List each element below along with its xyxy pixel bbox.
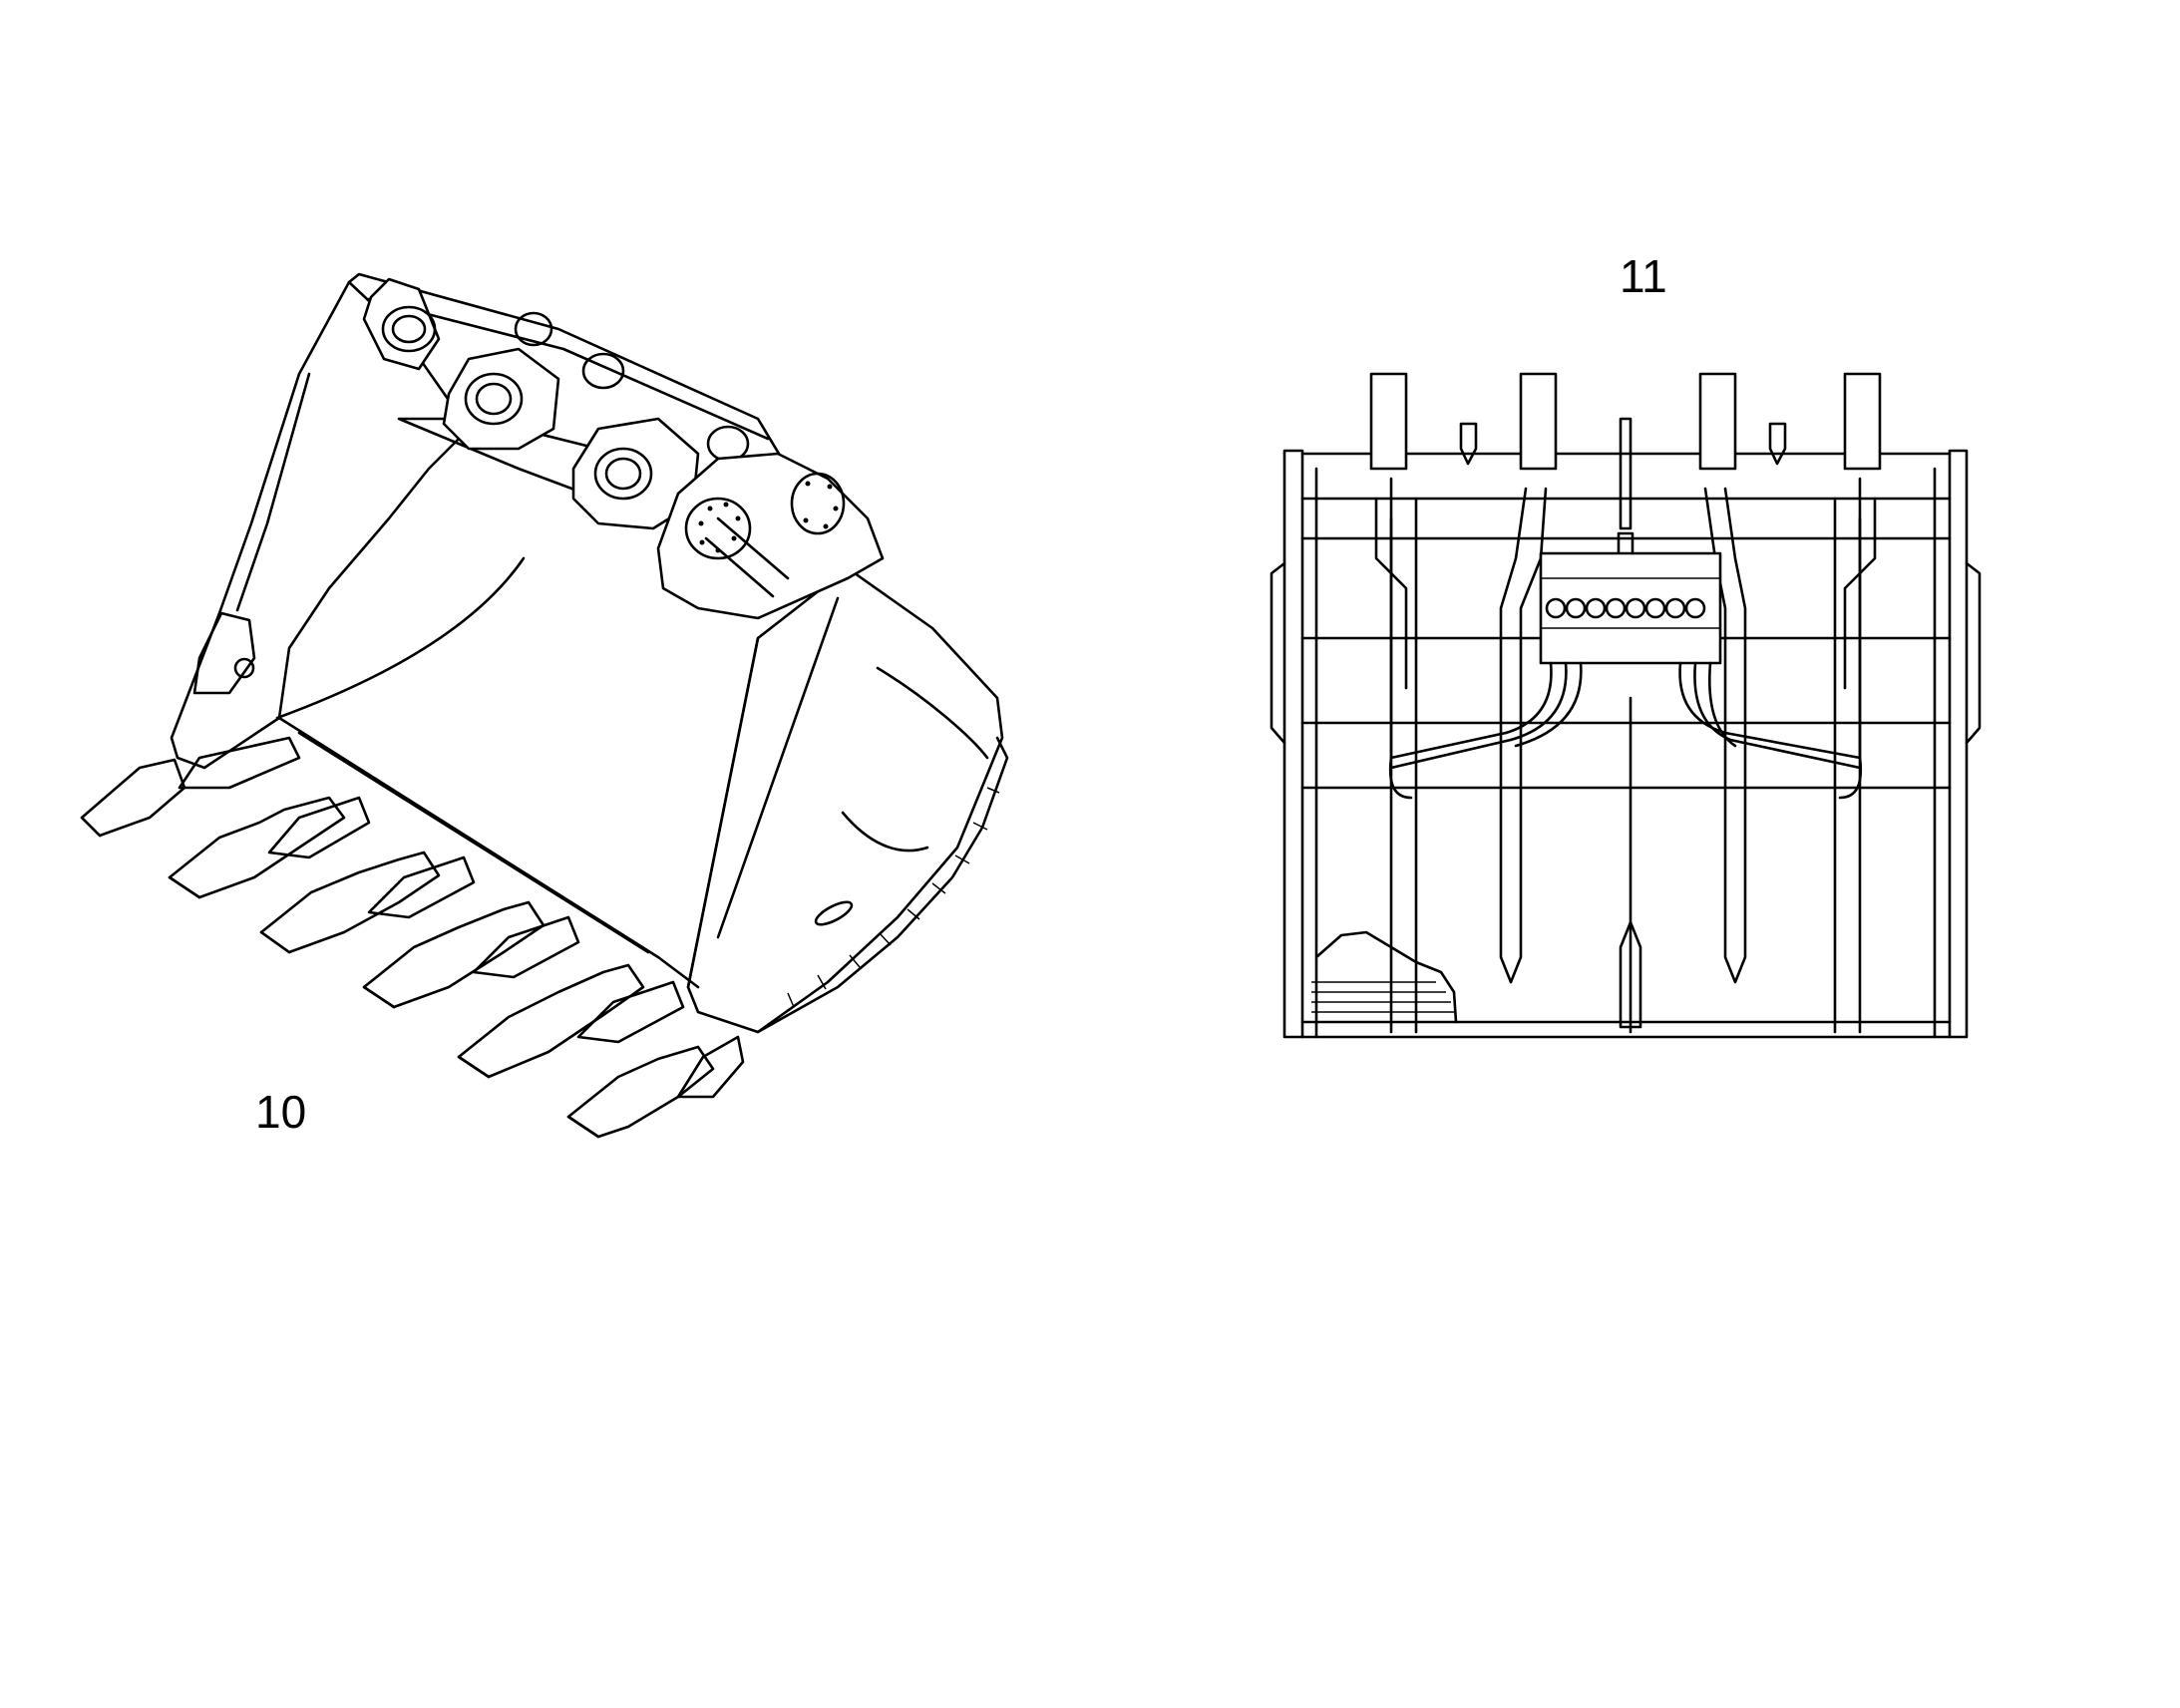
bucket-top-brackets xyxy=(192,272,885,695)
bucket-body xyxy=(170,280,1009,1034)
bucket-teeth xyxy=(80,736,745,1139)
bucket-front-frame xyxy=(1270,422,1982,1039)
callout-11: 11 xyxy=(1620,250,1667,302)
callout-10: 10 xyxy=(255,1086,307,1138)
hydraulic-manifold xyxy=(1389,551,1862,770)
